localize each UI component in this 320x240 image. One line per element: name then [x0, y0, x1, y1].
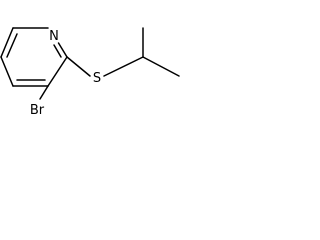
bond-c3-br	[39, 85, 49, 100]
bond-c2-s	[66, 56, 91, 77]
bond-c5-c6	[0, 27, 14, 58]
bromine-atom-label: Br	[30, 103, 45, 118]
canvas-background	[0, 0, 181, 132]
double-bond-n-c2-inner	[53, 44, 62, 58]
bond-s-ch	[103, 56, 144, 77]
bond-ch-methyl-right	[142, 56, 180, 77]
double-bond-c5-c6-inner	[6, 33, 18, 58]
chemical-structure: N S Br	[0, 0, 181, 132]
sulfur-atom-label: S	[93, 71, 101, 86]
nitrogen-atom-label: N	[49, 29, 59, 44]
bond-c4-c5	[0, 56, 14, 87]
substituent-bonds	[39, 27, 180, 100]
bond-n-c2	[57, 42, 68, 58]
bond-c2-c3	[47, 56, 68, 87]
pyridine-ring	[0, 27, 68, 87]
